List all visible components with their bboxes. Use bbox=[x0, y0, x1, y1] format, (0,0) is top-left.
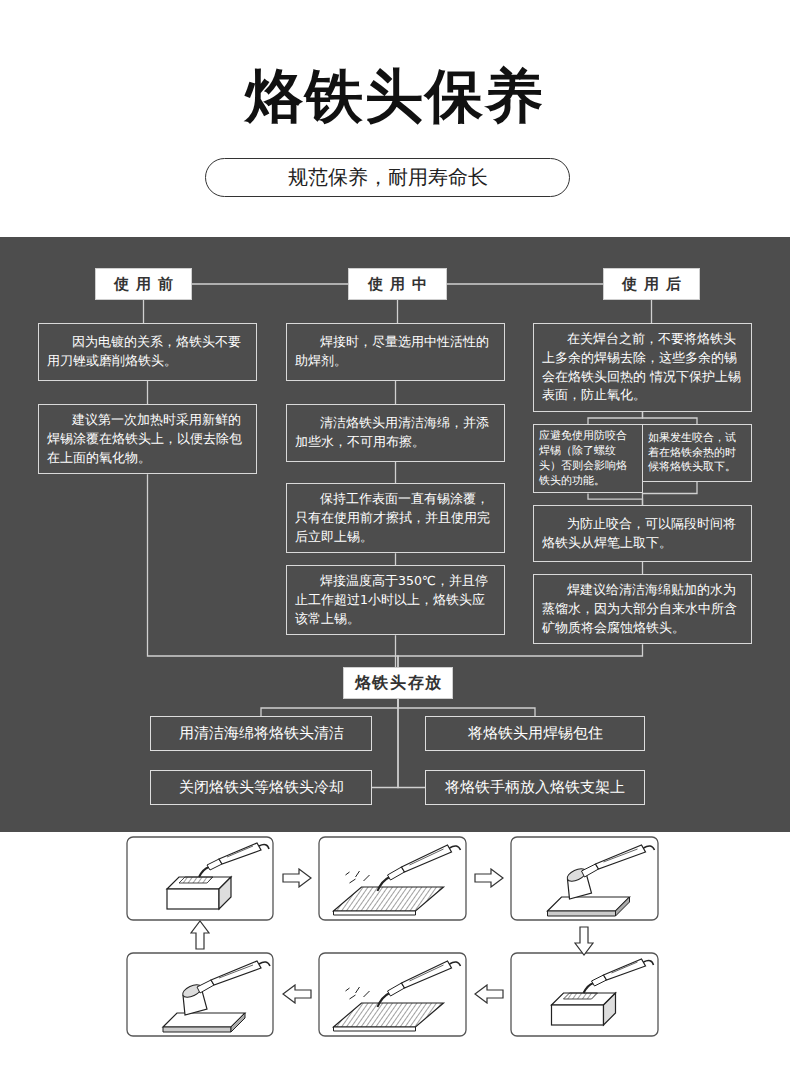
connector-line bbox=[395, 381, 396, 404]
node-text: 如果发生咬合，试着在烙铁余热的时候将烙铁头取下。 bbox=[648, 431, 746, 476]
connector-line bbox=[643, 412, 698, 424]
node-text: 将烙铁手柄放入烙铁支架上 bbox=[445, 778, 625, 797]
tip-box: 应避免使用防咬合焊锡（除了螺纹头）否则会影响烙铁头的功能。 bbox=[533, 424, 643, 493]
node-text: 使用中 bbox=[368, 275, 433, 294]
node-text: 焊接温度高于350℃，并且停止工作超过1小时以上，烙铁头应该常上锡。 bbox=[295, 572, 496, 628]
node-text: 使用前 bbox=[114, 275, 179, 294]
connector-line bbox=[398, 699, 535, 716]
connector-line bbox=[147, 381, 148, 404]
node-text: 建议第一次加热时采用新鲜的焊锡涂覆在烙铁头上，以便去除包在上面的氧化物。 bbox=[47, 411, 248, 467]
node-text: 关闭烙铁头等烙铁头冷却 bbox=[179, 778, 344, 797]
connector-line bbox=[588, 493, 643, 505]
node-text: 应避免使用防咬合焊锡（除了螺纹头）否则会影响烙铁头的功能。 bbox=[539, 429, 637, 488]
connector-line bbox=[643, 482, 698, 505]
connector-line bbox=[398, 644, 643, 667]
node-text: 用清洁海绵将烙铁头清洁 bbox=[179, 724, 344, 743]
subtitle-pill: 规范保养，耐用寿命长 bbox=[205, 158, 570, 197]
tip-box: 焊接温度高于350℃，并且停止工作超过1小时以上，烙铁头应该常上锡。 bbox=[286, 565, 505, 635]
title: 烙铁头保养 bbox=[0, 62, 790, 132]
connector-line bbox=[651, 300, 652, 323]
tip-box: 因为电镀的关系，烙铁头不要用刀锉或磨削烙铁头。 bbox=[38, 323, 257, 381]
connector-line bbox=[261, 699, 398, 716]
usage-illustration bbox=[0, 808, 790, 1088]
node-text: 规范保养，耐用寿命长 bbox=[288, 164, 488, 191]
stage-header: 使用中 bbox=[348, 268, 447, 300]
node-text: 保持工作表面一直有锡涂覆，只有在使用前才擦拭，并且使用完后立即上锡。 bbox=[295, 490, 496, 546]
connector-line bbox=[192, 283, 348, 284]
connector-line bbox=[398, 699, 425, 788]
storage-step: 将烙铁手柄放入烙铁支架上 bbox=[425, 770, 645, 805]
connector-line bbox=[588, 412, 643, 424]
connector-line bbox=[395, 553, 396, 565]
connector-line bbox=[447, 283, 603, 284]
connector-line bbox=[143, 300, 144, 323]
tip-box: 建议第一次加热时采用新鲜的焊锡涂覆在烙铁头上，以便去除包在上面的氧化物。 bbox=[38, 404, 257, 474]
node-text: 烙铁头存放 bbox=[355, 673, 443, 694]
node-text: 为防止咬合，可以隔段时间将烙铁头从焊笔上取下。 bbox=[542, 515, 743, 553]
node-text: 使用后 bbox=[622, 275, 687, 294]
title-text: 烙铁头保养 bbox=[0, 62, 790, 132]
tip-box: 清洁烙铁头用清洁海绵，并添加些水，不可用布擦。 bbox=[286, 404, 505, 462]
storage-step: 关闭烙铁头等烙铁头冷却 bbox=[150, 770, 372, 805]
iron-scenes bbox=[163, 843, 655, 1032]
stage-header: 使用后 bbox=[603, 268, 700, 300]
connector-line bbox=[395, 462, 396, 483]
tip-box: 保持工作表面一直有锡涂覆，只有在使用前才擦拭，并且使用完后立即上锡。 bbox=[286, 483, 505, 553]
node-text: 焊建议给清洁海绵贴加的水为蒸馏水，因为大部分自来水中所含矿物质将会腐蚀烙铁头。 bbox=[542, 581, 743, 637]
storage-header: 烙铁头存放 bbox=[343, 667, 453, 699]
node-text: 焊接时，尽量选用中性活性的助焊剂。 bbox=[295, 333, 496, 371]
tip-box: 在关焊台之前，不要将烙铁头上多余的焊锡去除，这些多余的锡会在烙铁头回热的 情况下… bbox=[533, 323, 752, 412]
node-text: 因为电镀的关系，烙铁头不要用刀锉或磨削烙铁头。 bbox=[47, 333, 248, 371]
node-text: 在关焊台之前，不要将烙铁头上多余的焊锡去除，这些多余的锡会在烙铁头回热的 情况下… bbox=[542, 330, 743, 405]
node-text: 清洁烙铁头用清洁海绵，并添加些水，不可用布擦。 bbox=[295, 414, 496, 452]
stage-header: 使用前 bbox=[95, 268, 192, 300]
node-text: 将烙铁头用焊锡包住 bbox=[468, 724, 603, 743]
tip-box: 焊接时，尽量选用中性活性的助焊剂。 bbox=[286, 323, 505, 381]
connector-line bbox=[642, 562, 643, 574]
connector-line bbox=[397, 300, 398, 323]
connector-line bbox=[372, 699, 398, 788]
illustration-panels bbox=[127, 837, 658, 1036]
connector-line bbox=[395, 635, 396, 667]
storage-step: 用清洁海绵将烙铁头清洁 bbox=[150, 716, 372, 751]
tip-box: 焊建议给清洁海绵贴加的水为蒸馏水，因为大部分自来水中所含矿物质将会腐蚀烙铁头。 bbox=[533, 574, 752, 644]
tip-box: 为防止咬合，可以隔段时间将烙铁头从焊笔上取下。 bbox=[533, 505, 752, 562]
flow-arrows bbox=[191, 869, 593, 1003]
tip-box: 如果发生咬合，试着在烙铁余热的时候将烙铁头取下。 bbox=[642, 424, 752, 482]
storage-step: 将烙铁头用焊锡包住 bbox=[425, 716, 645, 751]
